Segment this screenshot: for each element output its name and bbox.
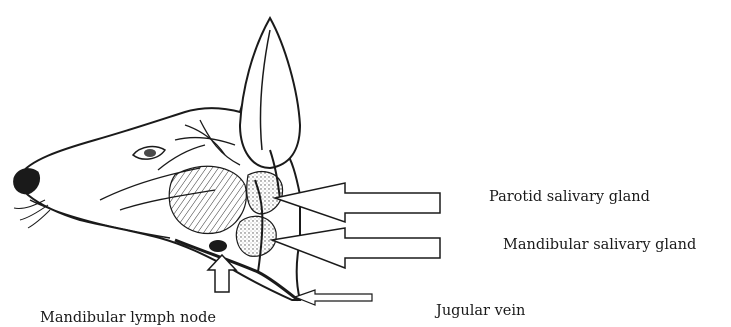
- mandibular-lymph-node-label: Mandibular lymph node: [40, 311, 216, 326]
- mandibular-salivary-gland-label: Mandibular salivary gland: [503, 238, 696, 253]
- eye-pupil: [144, 149, 156, 157]
- mandibular-gland: [236, 216, 276, 256]
- masseter-muscle: [169, 166, 246, 233]
- jugular-arrow: [295, 290, 372, 305]
- lymph-node: [209, 240, 227, 252]
- parotid-salivary-gland-label: Parotid salivary gland: [489, 190, 650, 205]
- jugular-vein-label: Jugular vein: [436, 304, 525, 319]
- ear: [240, 18, 300, 168]
